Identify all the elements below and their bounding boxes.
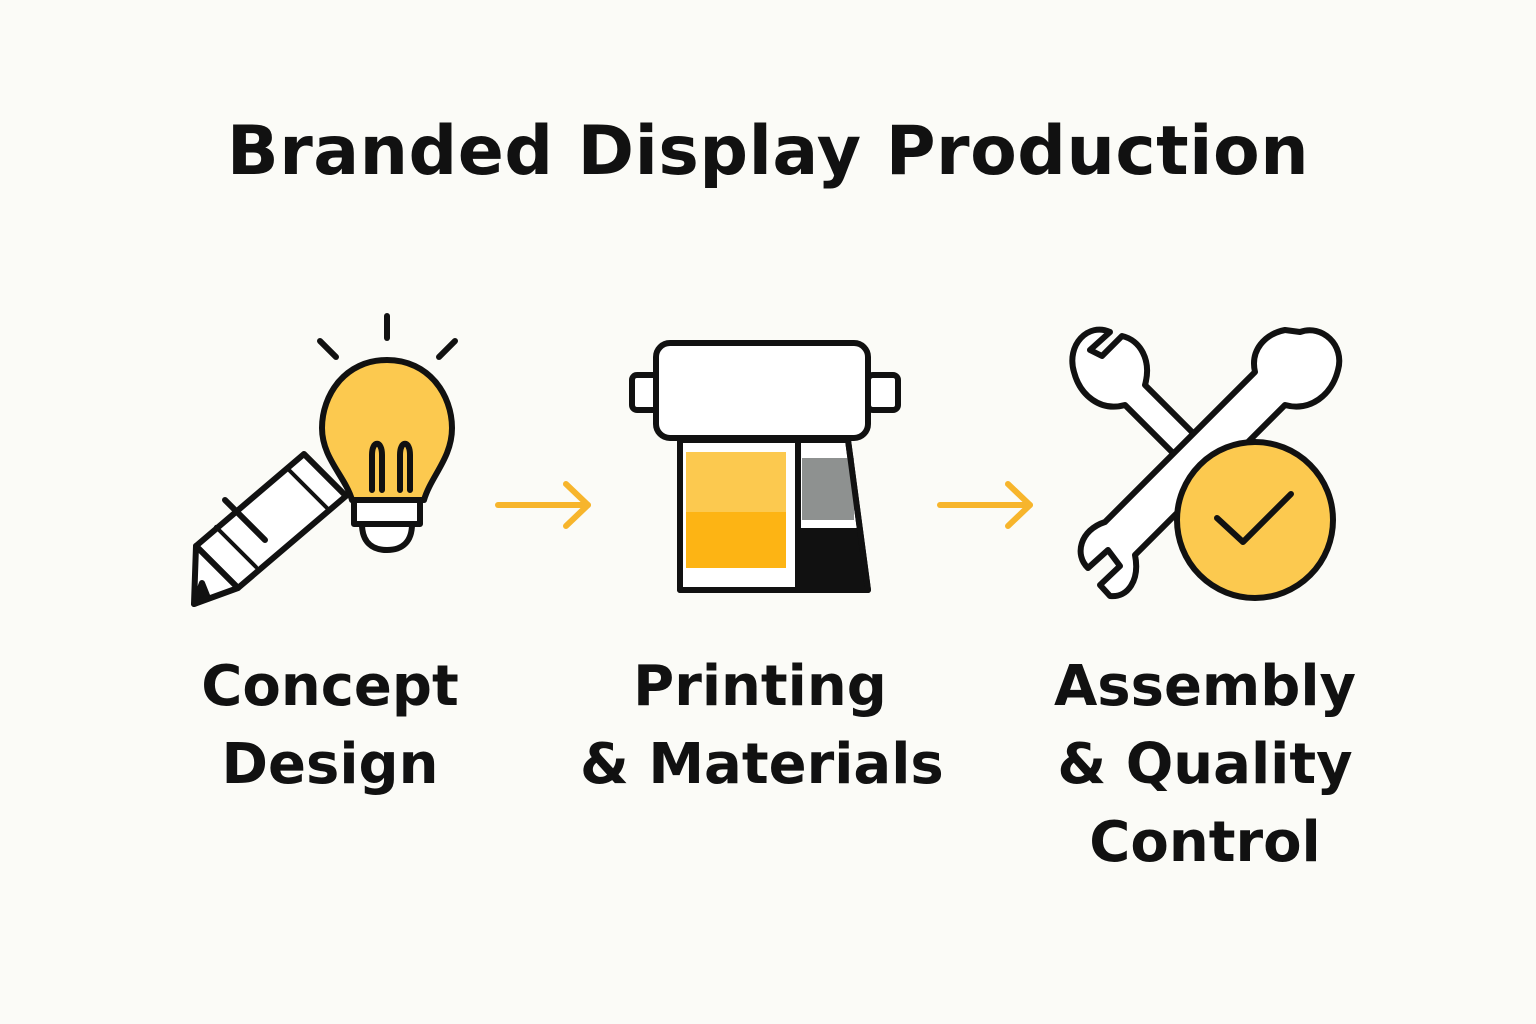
arrow-right-icon-1 [495,481,591,529]
step-3-label-line-1: Assembly [1053,654,1357,719]
step-1-label: Concept Design [180,648,480,804]
lightbulb-pencil-icon [191,313,458,607]
wrenches-checkmark-icon [1069,326,1343,601]
step-1-label-line-2: Design [221,732,439,797]
arrow-right-icon-2 [937,481,1033,529]
step-3-label-line-2: & Quality [1057,732,1353,797]
step-3-label-line-3: Control [1089,810,1321,875]
arrow-icon [494,480,594,534]
step-3-icon-container [1060,320,1350,610]
step-2-label: Printing & Materials [580,648,944,804]
step-1-label-line-1: Concept [201,654,459,719]
diagram-title: Branded Display Production [226,112,1310,191]
arrow-icon [935,480,1035,534]
step-2-icon-container [625,335,905,605]
step-2-label-line-1: Printing [633,654,887,719]
printer-icon [629,340,901,593]
step-2-label-line-2: & Materials [580,732,944,797]
step-1-icon-container [180,300,470,620]
step-3-label: Assembly & Quality Control [1040,648,1370,882]
